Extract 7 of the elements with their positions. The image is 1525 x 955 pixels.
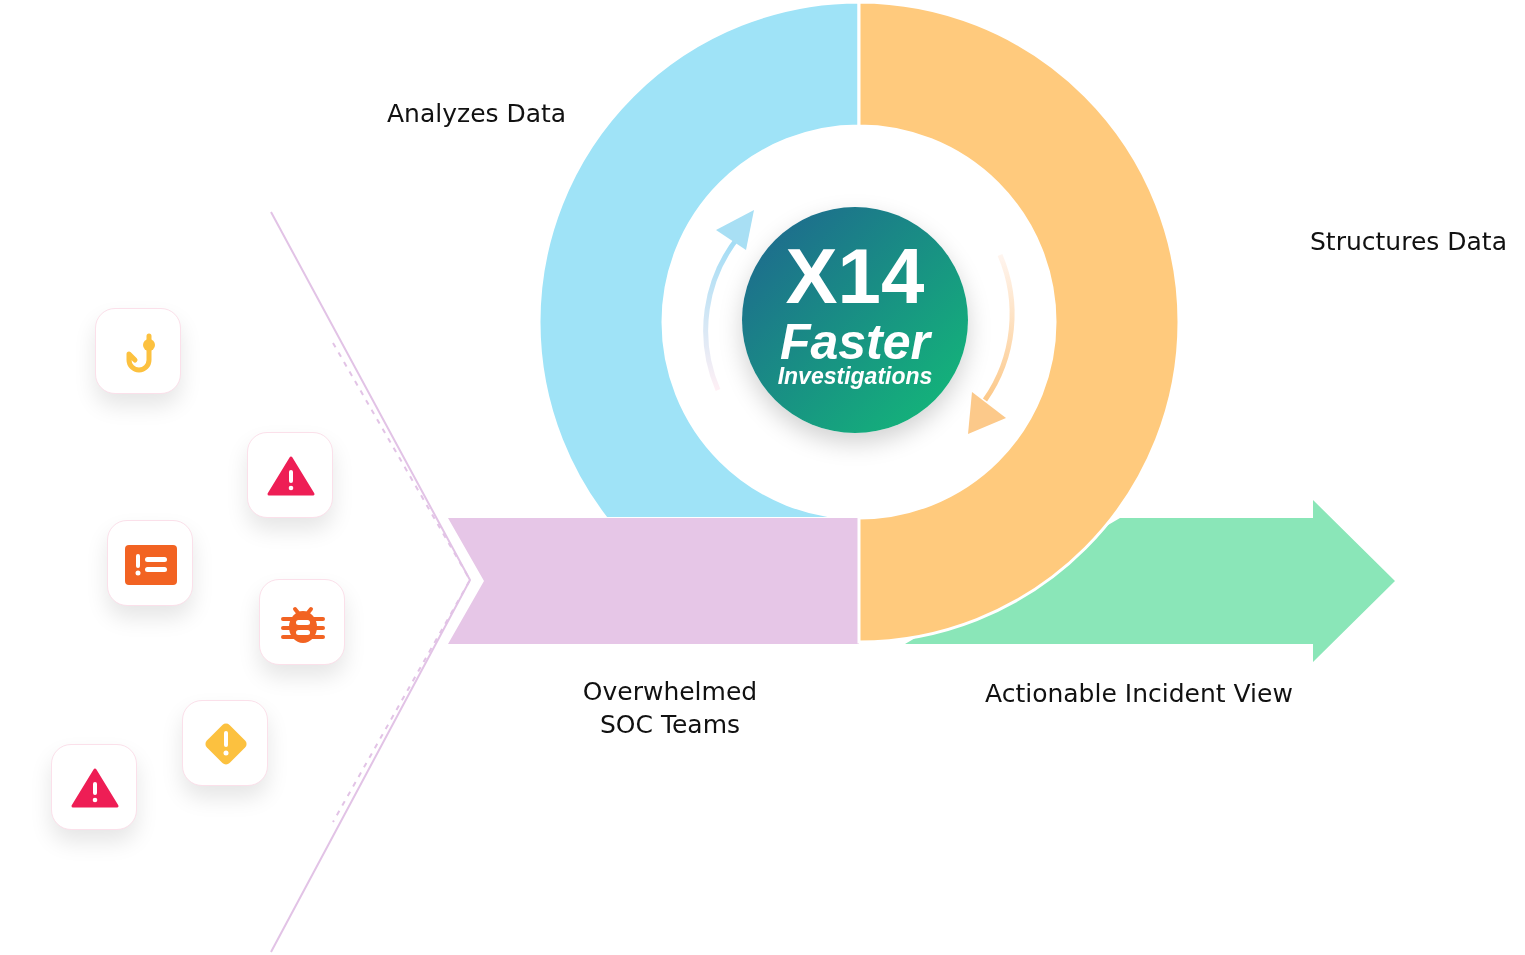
text-label: Structures Data — [1310, 226, 1508, 258]
stat-subtitle: Investigations — [776, 365, 934, 388]
text-label: Analyzes Data — [387, 98, 568, 130]
stat-heading: Faster — [779, 317, 933, 367]
text-label: Actionable Incident View — [985, 678, 1294, 710]
text-label: Overwhelmed SOC Teams — [581, 676, 759, 741]
stat-number: X14 — [784, 237, 926, 315]
